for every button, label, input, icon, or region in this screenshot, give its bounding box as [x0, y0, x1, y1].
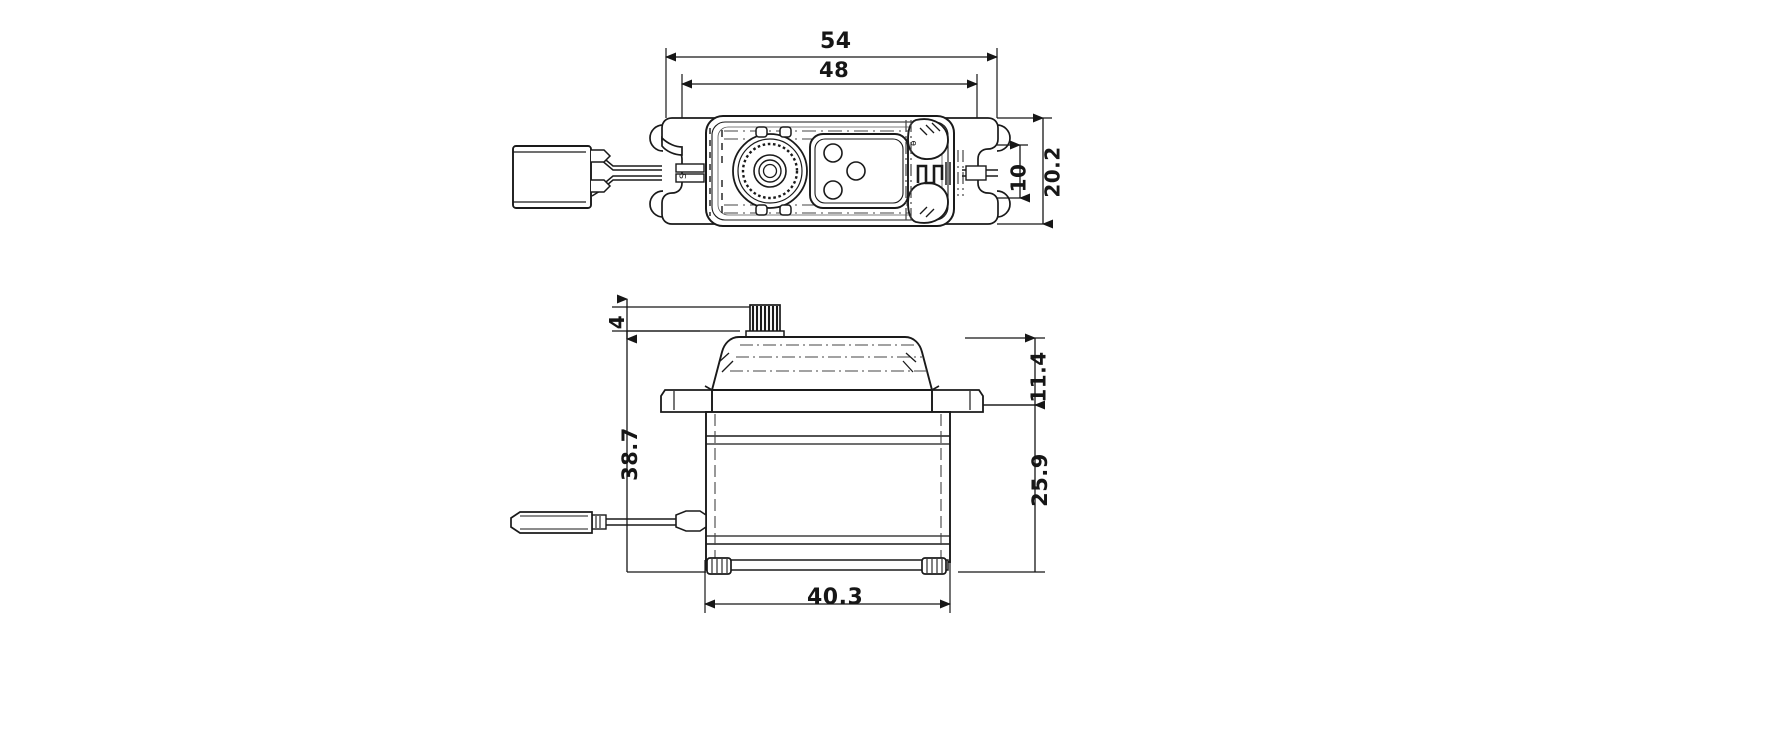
dim-label-20-2: 20.2	[1040, 146, 1065, 198]
servo-cable-side	[591, 510, 707, 532]
cable-ferrule: S	[675, 163, 705, 183]
dim-label-25-9: 25.9	[1027, 453, 1052, 507]
side-view-group	[510, 294, 1045, 613]
mounting-flange	[660, 389, 984, 413]
axis-dashdot	[905, 120, 964, 222]
mid-case	[705, 411, 951, 563]
heatsink-squiggle	[916, 164, 944, 185]
upper-case	[710, 336, 934, 391]
boss-mark: ө	[909, 140, 919, 146]
dim-label-4: 4	[605, 314, 630, 330]
output-spline-gear	[732, 133, 808, 209]
screw-boss	[809, 133, 909, 209]
svg-text:S: S	[679, 173, 689, 179]
servo-connector-side	[510, 511, 593, 534]
heatsink-fins	[945, 162, 955, 185]
dim-label-10: 10	[1006, 163, 1031, 193]
gear-lug	[755, 126, 792, 216]
rear-boss-hatch	[919, 122, 941, 218]
dim-label-48: 48	[819, 58, 850, 82]
tab-notch-right	[996, 124, 1011, 218]
output-spline-shaft	[745, 304, 785, 338]
servo-connector-top	[512, 145, 612, 209]
upper-case-centrelines	[730, 344, 928, 372]
top-view-group: ө	[512, 48, 1053, 229]
dim-label-54: 54	[820, 29, 852, 54]
dim-label-11-4: 11.4	[1026, 351, 1051, 403]
dim-38_7-extensions	[627, 330, 706, 573]
cable-stub-ferrule	[965, 165, 987, 181]
dim-label-38-7: 38.7	[617, 427, 642, 481]
dim-label-40-3: 40.3	[807, 585, 864, 610]
body-hidden-line	[714, 414, 942, 560]
tab-notch-left	[649, 124, 664, 218]
shoulder-hatch	[718, 352, 917, 373]
bottom-feet	[705, 557, 949, 575]
